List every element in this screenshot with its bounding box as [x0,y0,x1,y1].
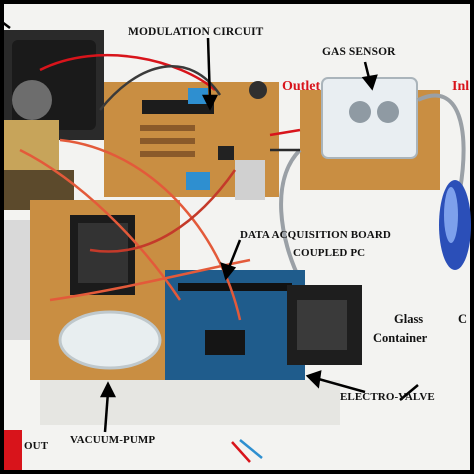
tube-coil [58,310,162,370]
red-connector [4,430,22,470]
sensor-chamber [321,77,418,159]
resistor-array [140,125,195,157]
label-electro-valve: ELECTRO-VALVE [340,391,435,403]
outlet-tube [279,148,302,281]
label-modulation-circuit: MODULATION CIRCUIT [128,26,264,38]
label-data-acquisition-line2: COUPLED PC [293,247,366,259]
glass-highlight [444,187,458,243]
vacuum-pump-grill [78,223,128,283]
inlet-tube [417,93,466,191]
capacitor [249,81,267,99]
label-gas-sensor: GAS SENSOR [322,46,396,58]
acrylic-base [40,380,340,425]
label-inlet: Inl [452,79,470,94]
sensor-1 [349,101,371,123]
label-data-acquisition-line1: DATA ACQUISITION BOARD [240,229,391,241]
sensor-2 [377,101,399,123]
label-outlet: Outlet [282,79,321,94]
heatsink [235,160,265,200]
terminal-block-bottom [186,172,210,190]
terminal-block-top [188,88,208,104]
label-glass: Glass [394,312,424,326]
label-out: OUT [24,440,49,452]
header-pins-top [178,283,292,291]
small-ic [218,146,234,160]
fan-hub [12,80,52,120]
label-edge-letter: C [458,312,468,326]
microcontroller [205,330,245,355]
label-container: Container [373,331,428,345]
label-vacuum-pump: VACUUM-PUMP [70,434,156,446]
electro-valve-coil [297,300,347,350]
annotation-arrows [1,21,419,433]
